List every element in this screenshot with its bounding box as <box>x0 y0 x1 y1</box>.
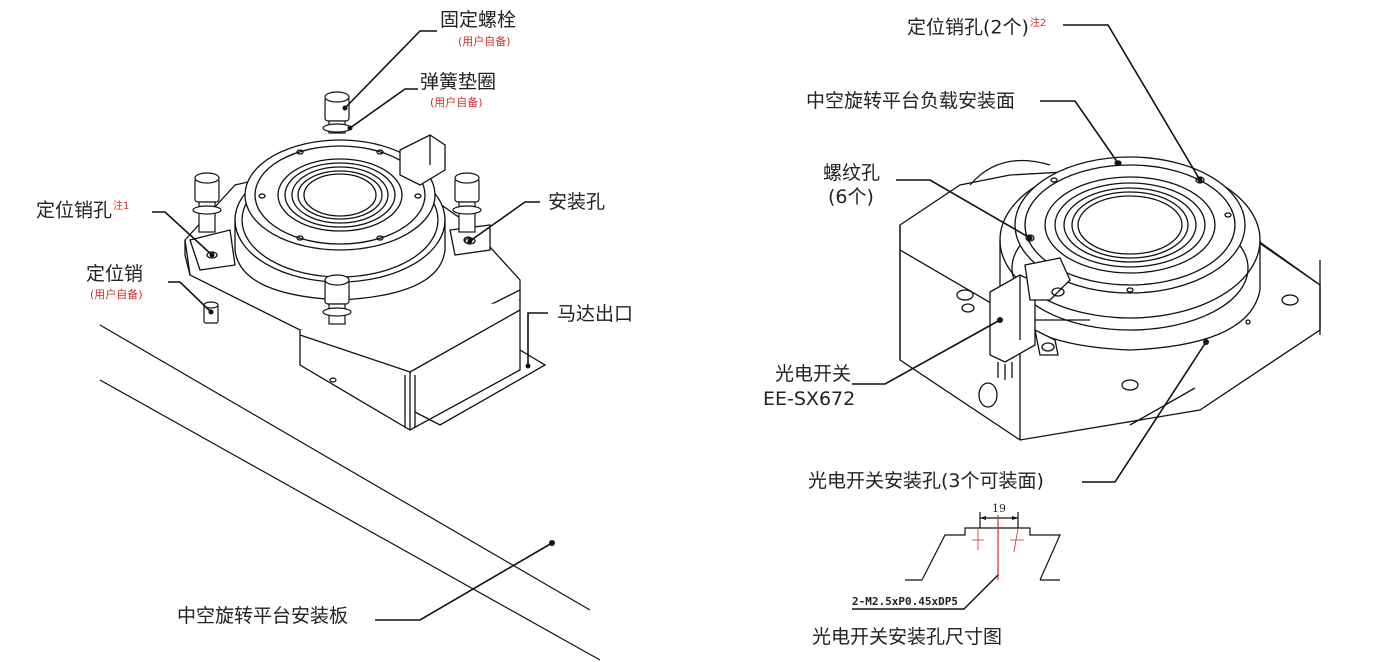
locating-pin-hole-text: 定位销孔 <box>36 199 113 222</box>
left-leader-lines <box>152 30 553 621</box>
photo-switch-label: 光电开关 <box>775 363 852 385</box>
threaded-hole-count: (6个) <box>828 186 874 208</box>
mounting-plate-lines <box>99 324 601 661</box>
mounting-plate-label: 中空旋转平台安装板 <box>177 605 349 627</box>
motor-outlet-label: 马达出口 <box>557 303 634 325</box>
dimension-value: 19 <box>992 502 1006 515</box>
spring-washer-label: 弹簧垫圈 <box>420 71 497 93</box>
photo-switch-model: EE-SX672 <box>763 388 856 410</box>
threaded-hole-label: 螺纹孔 <box>823 162 881 184</box>
note-2-marker: 注2 <box>1029 18 1047 29</box>
hole-spec-label: 2-M2.5xP0.45xDP5 <box>852 595 958 608</box>
bolt-top <box>322 91 352 134</box>
locating-pin-hole-2-text: 定位销孔(2个) <box>907 16 1029 39</box>
right-leader-lines <box>852 24 1207 483</box>
leader-dots-right <box>997 160 1209 345</box>
right-platform-body <box>899 156 1321 441</box>
leader-dots-left <box>208 105 555 546</box>
small-hole <box>329 377 337 383</box>
mounting-hole-label: 安装孔 <box>548 191 606 213</box>
left-platform-body <box>184 134 547 431</box>
note-1-marker: 注1 <box>113 201 130 212</box>
switch-mounting-hole-label: 光电开关安装孔(3个可装面) <box>808 470 1044 492</box>
locating-pin-note: (用户自备) <box>90 288 143 301</box>
locating-pin-hole-2-label: 定位销孔(2个)注2 <box>907 13 1046 38</box>
load-mounting-face-label: 中空旋转平台负载安装面 <box>806 90 1016 112</box>
fixing-bolt-label: 固定螺栓 <box>440 9 517 31</box>
bolt-bottom <box>322 274 352 325</box>
fixing-bolt-note: (用户自备) <box>458 35 511 48</box>
bolt-left <box>192 172 222 233</box>
locating-pin-label: 定位销 <box>86 263 144 285</box>
locating-pin-hole-label: 定位销孔注1 <box>36 196 129 221</box>
dimension-drawing-title: 光电开关安装孔尺寸图 <box>812 626 1003 648</box>
spring-washer-note: (用户自备) <box>430 96 483 109</box>
bolt-right <box>452 172 482 233</box>
dimension-sketch <box>852 512 1061 610</box>
